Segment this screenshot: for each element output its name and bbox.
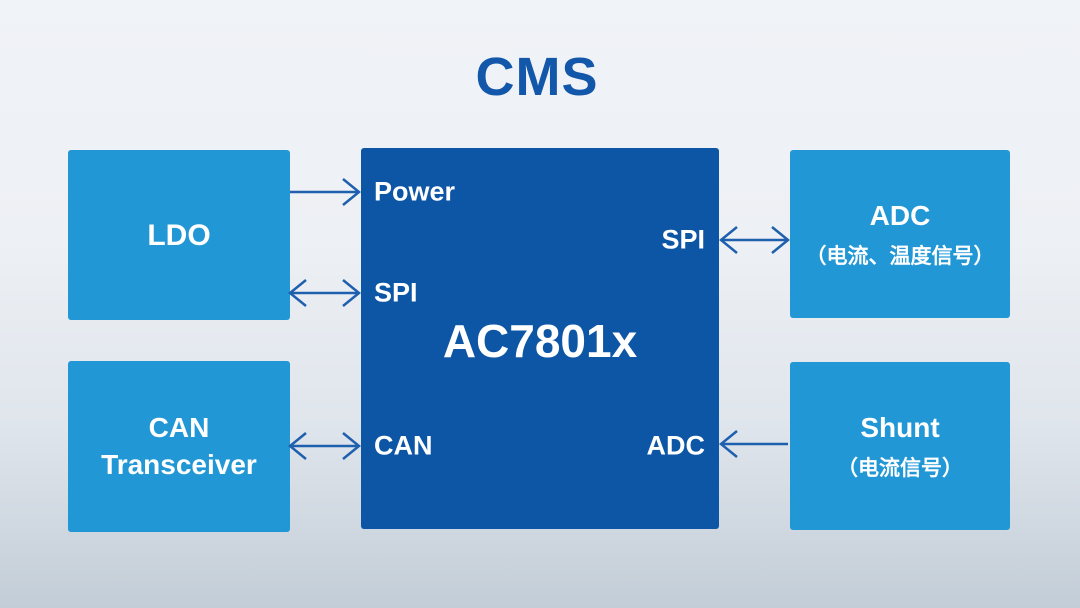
arrow-shunt-adc <box>719 430 788 458</box>
block-shunt: Shunt （电流信号） <box>790 362 1010 530</box>
block-ldo: LDO <box>68 150 290 320</box>
shunt-label: Shunt <box>860 411 940 443</box>
block-chip-ac7801x: AC7801x Power SPI CAN SPI ADC <box>361 148 719 529</box>
chip-port-power: Power <box>374 176 456 207</box>
adc-label: ADC <box>869 199 931 231</box>
chip-port-can: CAN <box>374 430 433 461</box>
adc-subtitle: （电流、温度信号） <box>805 245 995 269</box>
arrow-can-transceiver-can <box>288 432 361 460</box>
arrow-ldo-power <box>290 178 361 206</box>
chip-port-adc: ADC <box>646 430 706 461</box>
arrow-adc-spi <box>719 226 790 254</box>
block-adc: ADC （电流、温度信号） <box>790 150 1010 318</box>
chip-port-spi-left: SPI <box>374 277 418 308</box>
ldo-label: LDO <box>147 218 211 252</box>
diagram-title: CMS <box>475 47 599 107</box>
can-transceiver-label-line2: Transceiver <box>101 448 257 480</box>
shunt-subtitle: （电流信号） <box>837 457 963 481</box>
chip-port-spi-right: SPI <box>661 224 705 255</box>
can-transceiver-label-line1: CAN <box>148 412 210 444</box>
arrow-ldo-spi <box>288 279 361 307</box>
chip-name: AC7801x <box>442 315 638 367</box>
block-can-transceiver: CAN Transceiver <box>68 361 290 532</box>
